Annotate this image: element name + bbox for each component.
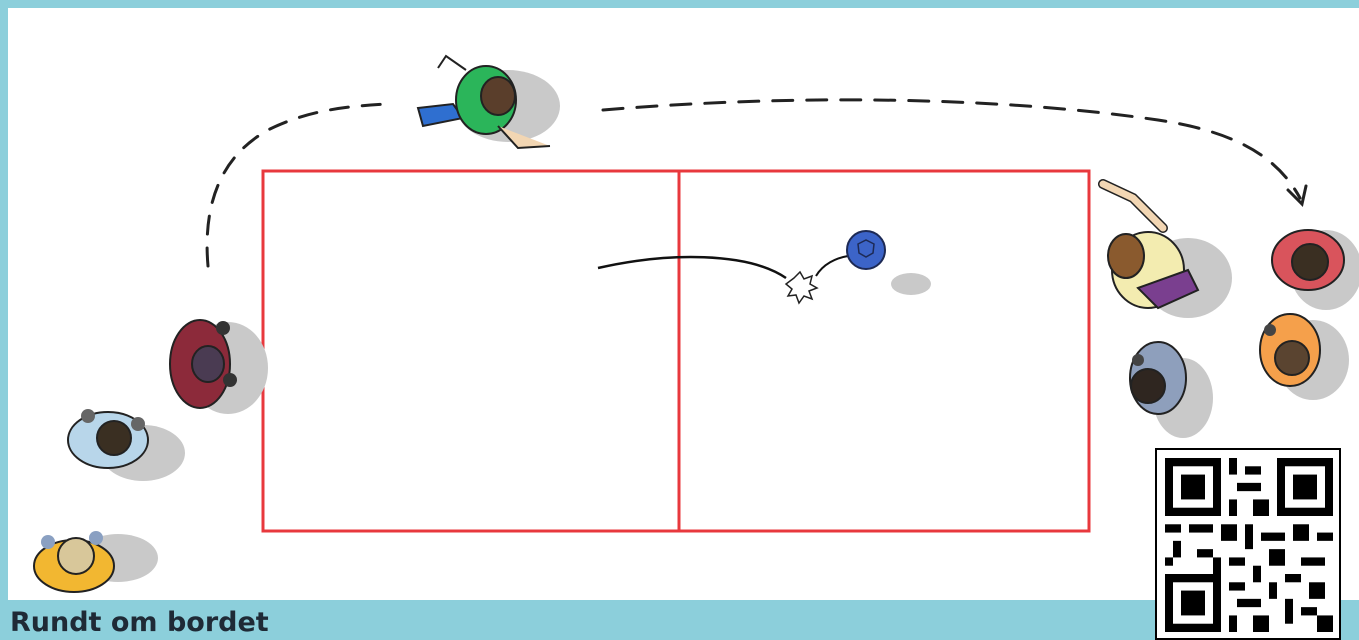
player-grey	[1130, 342, 1213, 438]
page-title: Rundt om bordet	[10, 606, 269, 640]
ball-arc	[816, 256, 848, 276]
player-purple-hit	[1103, 184, 1232, 318]
ball-shadow	[891, 273, 931, 295]
player-lightblue	[68, 409, 185, 481]
court-outline	[263, 171, 1089, 531]
player-runner-green	[418, 56, 560, 148]
player-yellow	[34, 531, 158, 592]
ball-icon	[847, 231, 885, 269]
running-path-left	[207, 104, 388, 266]
running-path-right	[603, 100, 1300, 198]
qr-code-icon	[1165, 458, 1333, 632]
table-court	[263, 171, 1089, 531]
qr-code[interactable]	[1155, 448, 1341, 640]
ball-trajectory	[598, 257, 786, 278]
player-maroon	[170, 320, 268, 414]
player-red	[1272, 230, 1359, 310]
bounce-mark-icon	[786, 272, 817, 303]
player-orange	[1260, 314, 1349, 400]
